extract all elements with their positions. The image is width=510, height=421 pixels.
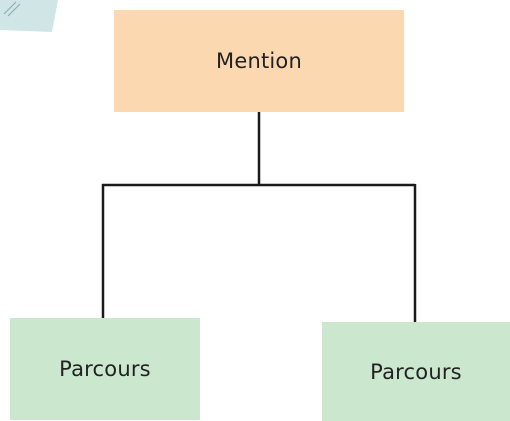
mention-node: Mention <box>114 10 404 112</box>
parcours-label-left: Parcours <box>59 357 151 381</box>
parcours-label-right: Parcours <box>370 359 462 384</box>
parcours-node-left: Parcours <box>10 318 200 420</box>
mention-label: Mention <box>216 49 302 73</box>
corner-decoration-shape <box>0 0 58 32</box>
parcours-node-right: Parcours <box>322 322 510 421</box>
